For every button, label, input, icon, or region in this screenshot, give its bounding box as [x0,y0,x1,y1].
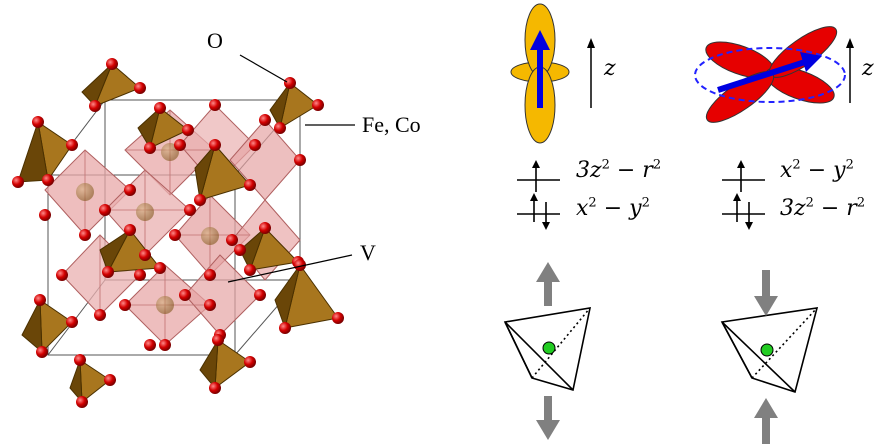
left-lower-orbital-label: x2 − y2 [576,195,650,221]
energy-levels-right [722,160,765,230]
tetrahedron [239,226,300,272]
tetrahedron [274,263,339,330]
octahedral-site-label: V [360,240,376,265]
right-orbital-panel [694,26,854,444]
z-axis-label-left: z [604,56,616,81]
z-axis-arrow-right [846,38,854,103]
tetrahedron [69,359,111,404]
energy-levels-left [517,160,560,230]
vanadium-atoms [76,143,219,314]
strain-arrow-up-bottom [754,398,778,444]
strain-arrow-down [536,396,560,440]
elongated-tetrahedron [503,307,592,392]
tetrahedron [81,63,141,107]
left-orbital-panel [503,3,595,440]
tetrahedra [17,63,339,404]
oxygen-atoms [12,58,344,408]
tetrahedron [269,82,319,130]
strain-arrow-up [536,262,560,306]
crystal-structure [12,54,355,408]
spin-arrow-vertical [530,30,550,108]
tetrahedron [17,120,73,183]
z-axis-arrow-left [587,38,595,108]
dashed-orbit [694,47,846,103]
z-axis-label-right: z [862,56,874,81]
strain-arrow-down-top [754,270,778,316]
tetrahedron [137,106,189,150]
oxygen-label: O [207,28,223,53]
left-upper-orbital-label: 3z2 − r2 [576,157,662,183]
tetrahedral-site-label: Fe, Co [362,112,421,137]
tetrahedron [194,143,251,201]
right-upper-orbital-label: x2 − y2 [780,157,854,183]
tetrahedron [21,298,73,354]
right-lower-orbital-label: 3z2 − r2 [780,195,866,221]
leader-lines [227,54,355,283]
tetrahedron [199,339,251,390]
compressed-tetrahedron [720,307,819,394]
spin-arrow-inplane [717,52,822,93]
